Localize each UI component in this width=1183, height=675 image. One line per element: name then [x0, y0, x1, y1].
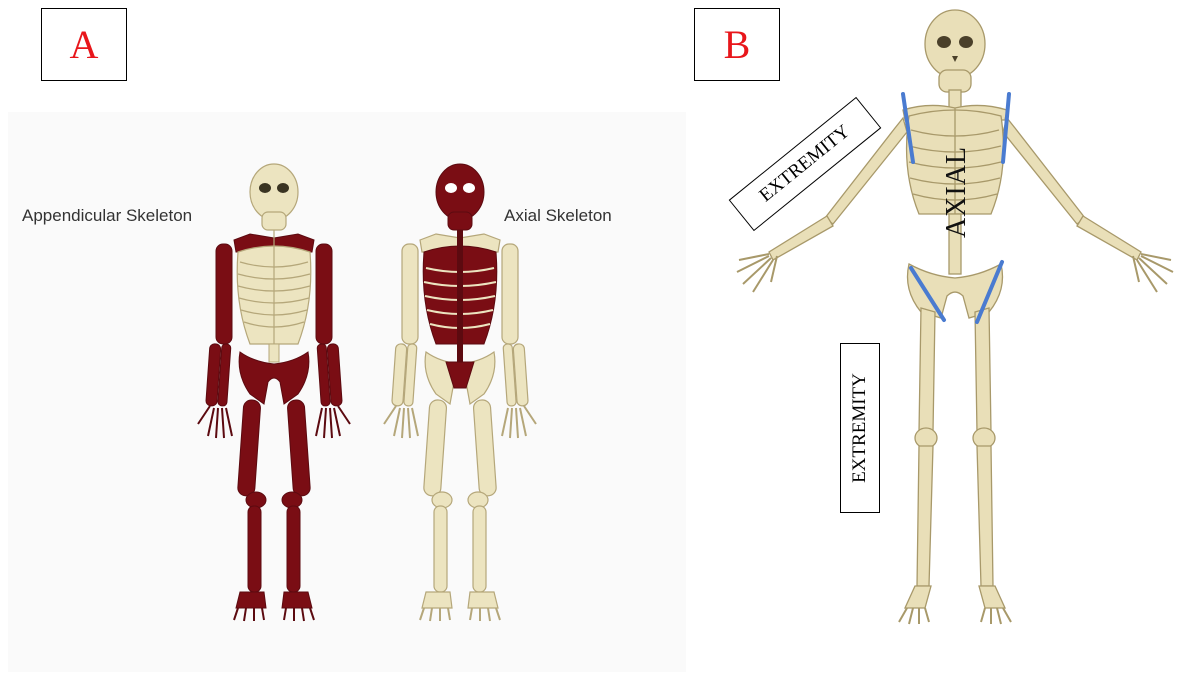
- extremity-lower-label: EXTREMITY: [840, 343, 880, 513]
- panel-a-label: A: [41, 8, 127, 81]
- axial-skeleton-figure: [384, 164, 536, 621]
- skeleton-regions-figure: [700, 0, 1183, 675]
- skeleton-comparison-figure: [8, 112, 686, 672]
- panel-a-illustration: Appendicular Skeleton Axial Skeleton: [8, 112, 686, 672]
- appendicular-skeleton-caption: Appendicular Skeleton: [22, 206, 192, 226]
- axial-skeleton-caption: Axial Skeleton: [504, 206, 612, 226]
- appendicular-skeleton-figure: [198, 164, 350, 621]
- axial-region-label: AXIAL: [937, 137, 977, 247]
- panel-b-illustration: [700, 0, 1183, 675]
